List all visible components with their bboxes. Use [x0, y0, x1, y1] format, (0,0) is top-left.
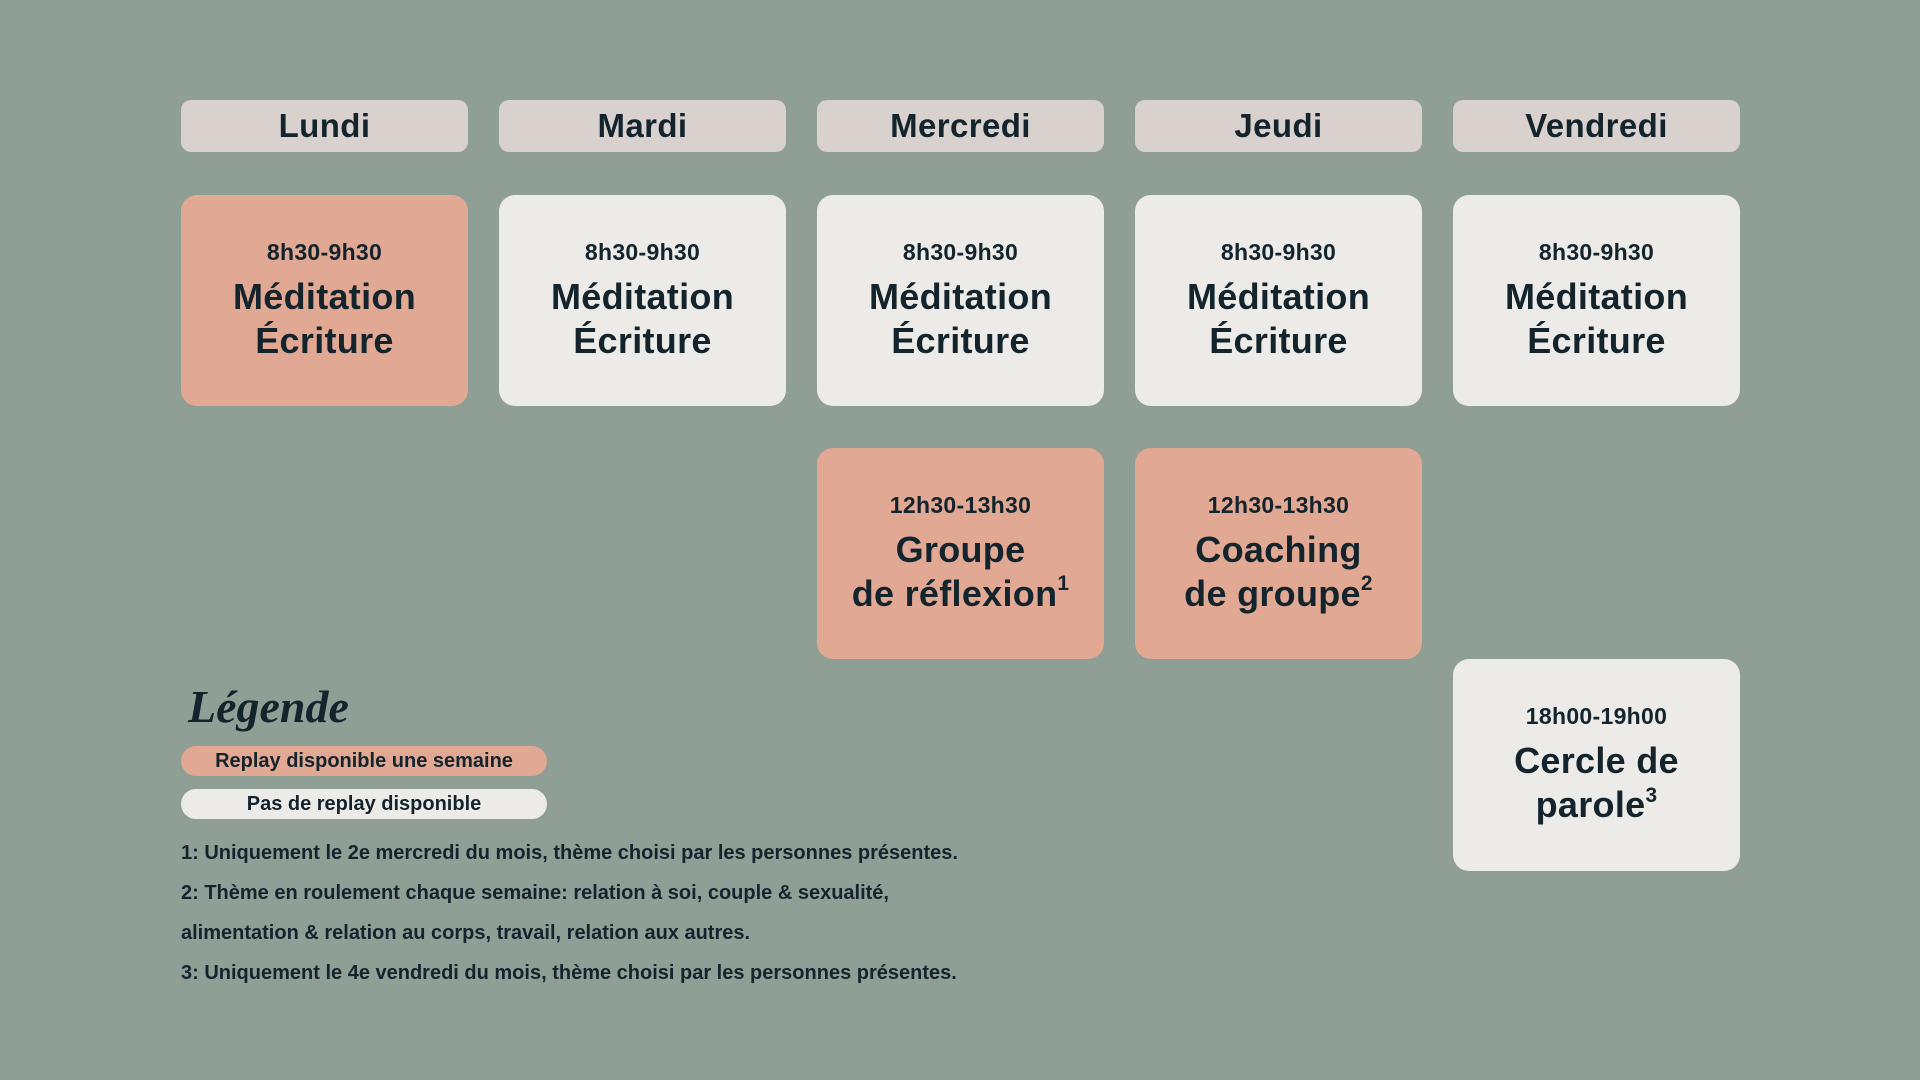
event-card-mercredi-groupe-reflexion: 12h30-13h30 Groupe de réflexion1 [817, 448, 1104, 659]
footnote-line-3: 3: Uniquement le 4e vendredi du mois, th… [181, 962, 957, 984]
event-card-mardi-meditation: 8h30-9h30 Méditation Écriture [499, 195, 786, 406]
event-title-line2: Écriture [1209, 319, 1348, 361]
event-title-text: de groupe [1184, 572, 1361, 614]
event-time: 8h30-9h30 [1538, 238, 1655, 265]
event-title-line1: Méditation [869, 275, 1052, 317]
event-time: 8h30-9h30 [266, 238, 383, 265]
event-title-line2: parole3 [1514, 783, 1679, 827]
event-time: 18h00-19h00 [1525, 703, 1668, 730]
event-title-line1: Méditation [233, 275, 416, 317]
event-title-line1: Méditation [551, 275, 734, 317]
legend-pill-replay: Replay disponible une semaine [181, 746, 547, 776]
event-time: 12h30-13h30 [1207, 491, 1350, 518]
event-title-line1: Groupe [895, 528, 1026, 570]
event-title-line2: Écriture [573, 319, 712, 361]
event-time: 8h30-9h30 [902, 238, 1019, 265]
day-header-jeudi: Jeudi [1135, 100, 1422, 152]
event-title-line2: de réflexion1 [852, 572, 1070, 616]
footnotes: 1: Uniquement le 2e mercredi du mois, th… [181, 833, 958, 993]
event-title: Méditation Écriture [1187, 275, 1370, 363]
event-time: 8h30-9h30 [584, 238, 701, 265]
event-title-text: de réflexion [851, 572, 1058, 614]
event-card-mercredi-meditation: 8h30-9h30 Méditation Écriture [817, 195, 1104, 406]
event-title-text: parole [1535, 784, 1646, 825]
event-title-line1: Méditation [1505, 275, 1688, 317]
event-title: Méditation Écriture [233, 275, 416, 363]
event-title: Cercle de parole3 [1514, 739, 1679, 827]
event-title-line1: Cercle de [1514, 740, 1679, 782]
event-time: 8h30-9h30 [1220, 238, 1337, 265]
footnote-ref-3: 3 [1645, 783, 1658, 807]
event-card-lundi-meditation: 8h30-9h30 Méditation Écriture [181, 195, 468, 406]
event-title-line1: Méditation [1187, 275, 1370, 317]
event-title-line1: Coaching [1195, 528, 1362, 570]
footnote-line-2b: alimentation & relation au corps, travai… [181, 922, 751, 944]
footnote-ref-1: 1 [1057, 572, 1070, 595]
event-title-line2: Écriture [891, 319, 1030, 361]
event-title: Méditation Écriture [1505, 275, 1688, 363]
legend-pill-no-replay: Pas de replay disponible [181, 789, 547, 819]
event-time: 12h30-13h30 [889, 491, 1032, 518]
event-title: Coaching de groupe2 [1184, 528, 1373, 616]
day-header-mercredi: Mercredi [817, 100, 1104, 152]
event-title: Groupe de réflexion1 [852, 528, 1070, 616]
event-title-line2: de groupe2 [1184, 572, 1373, 616]
event-card-jeudi-meditation: 8h30-9h30 Méditation Écriture [1135, 195, 1422, 406]
day-header-mardi: Mardi [499, 100, 786, 152]
event-card-vendredi-cercle-parole: 18h00-19h00 Cercle de parole3 [1453, 659, 1740, 871]
event-card-vendredi-meditation: 8h30-9h30 Méditation Écriture [1453, 195, 1740, 406]
schedule-grid: Lundi Mardi Mercredi Jeudi Vendredi 8h30… [181, 100, 1740, 871]
event-title: Méditation Écriture [869, 275, 1052, 363]
footnote-line-1: 1: Uniquement le 2e mercredi du mois, th… [181, 842, 958, 864]
day-header-vendredi: Vendredi [1453, 100, 1740, 152]
day-header-lundi: Lundi [181, 100, 468, 152]
footnote-ref-2: 2 [1360, 572, 1373, 595]
legend-title: Légende [188, 681, 349, 732]
event-title-line2: Écriture [255, 319, 394, 361]
event-title-line2: Écriture [1527, 319, 1666, 361]
legend: Légende Replay disponible une semaine Pa… [181, 680, 547, 819]
footnote-line-2: 2: Thème en roulement chaque semaine: re… [181, 882, 889, 904]
event-title: Méditation Écriture [551, 275, 734, 363]
event-card-jeudi-coaching-groupe: 12h30-13h30 Coaching de groupe2 [1135, 448, 1422, 659]
